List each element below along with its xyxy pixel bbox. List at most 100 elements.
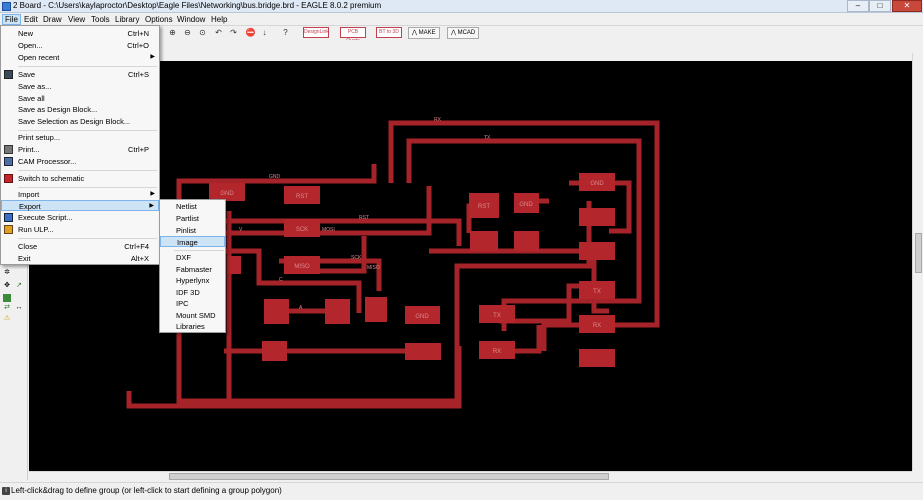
menu-item-label: Save: [18, 70, 36, 79]
rst-right-label: RST: [478, 204, 490, 210]
export-fabmaster[interactable]: Fabmaster: [160, 264, 225, 275]
menu-separator: [18, 170, 157, 171]
horizontal-scrollbar[interactable]: [29, 471, 912, 481]
horizontal-scroll-thumb[interactable]: [169, 473, 609, 480]
v-trace-top: [179, 186, 432, 236]
menu-item-print-setup[interactable]: Print setup...: [1, 132, 159, 143]
menu-item-label: Open...: [18, 41, 43, 50]
export-libraries[interactable]: Libraries: [160, 321, 225, 332]
go-icon[interactable]: ↓: [262, 28, 267, 37]
vertical-scrollbar[interactable]: [912, 53, 923, 471]
net-label-a: A: [299, 305, 303, 311]
tx-pad: [579, 281, 615, 299]
export-netlist[interactable]: Netlist: [160, 201, 225, 212]
menu-view[interactable]: View: [68, 15, 86, 24]
sck-pad: [284, 219, 320, 237]
v-pad: [262, 341, 287, 361]
menu-item-import[interactable]: Import▶: [1, 189, 159, 200]
zoom-select-icon[interactable]: ⊙: [199, 28, 206, 37]
menu-item-save-as[interactable]: Save as...: [1, 81, 159, 92]
signal-tool-icon[interactable]: ↔: [15, 304, 23, 311]
menu-options[interactable]: Options: [145, 15, 173, 24]
drc-tool-icon[interactable]: [3, 294, 11, 302]
menu-item-label: Close: [18, 242, 38, 251]
net-label-tx: TX: [484, 135, 491, 141]
net-label-gnd: GND: [269, 174, 281, 180]
stop-icon[interactable]: ⛔: [245, 28, 256, 37]
menu-item-save-selection-design-block[interactable]: Save Selection as Design Block...: [1, 116, 159, 127]
pad-labels: RST SCK MISO RST GND GND TX RX TX RX GND…: [220, 181, 604, 355]
zoom-in-icon[interactable]: ⊕: [169, 28, 176, 37]
ripup-tool-icon[interactable]: ⇄: [4, 304, 10, 311]
menu-item-export[interactable]: Export▶: [1, 200, 159, 211]
undo-icon[interactable]: ↶: [215, 28, 222, 37]
net-labels: RX TX GND RST SCK MISO MOSI V C A: [239, 117, 491, 311]
menu-item-switch-schematic[interactable]: Switch to schematic: [1, 173, 159, 184]
menu-help[interactable]: Help: [211, 15, 228, 24]
gnd-trace-bottom: [126, 346, 462, 409]
menu-item-open[interactable]: Open...Ctrl+O: [1, 40, 159, 51]
export-mount-smd[interactable]: Mount SMD: [160, 310, 225, 321]
menu-item-label: Print setup...: [18, 133, 61, 142]
menu-item-run-ulp[interactable]: Run ULP...: [1, 224, 159, 235]
menu-window[interactable]: Window: [177, 15, 206, 24]
menu-item-label: Switch to schematic: [18, 174, 85, 183]
menu-item-print[interactable]: Print...Ctrl+P: [1, 144, 159, 155]
make-button[interactable]: ⋀ MAKE: [408, 27, 440, 39]
menu-edit[interactable]: Edit: [24, 15, 38, 24]
export-hyperlynx[interactable]: Hyperlynx: [160, 275, 225, 286]
schematic-icon: [4, 174, 13, 183]
rx-label: RX: [593, 323, 601, 329]
menu-tools[interactable]: Tools: [91, 15, 110, 24]
help-icon[interactable]: ?: [283, 28, 288, 37]
net-label-c: C: [279, 277, 283, 283]
submenu-item-label: Image: [177, 238, 198, 247]
designlink-button[interactable]: DesignLink: [303, 27, 329, 38]
menu-item-save-all[interactable]: Save all: [1, 93, 159, 104]
pin2-pad: [579, 208, 615, 226]
mcad-button[interactable]: ⋀ MCAD: [447, 27, 480, 39]
vertical-scroll-thumb[interactable]: [915, 233, 922, 273]
gnd-top-right-pad: [579, 173, 615, 191]
autoroute-tool-icon[interactable]: ↗: [16, 282, 22, 289]
bt-to-3d-button[interactable]: BT to 3D: [376, 27, 402, 38]
submenu-item-label: Netlist: [176, 202, 197, 211]
move-tool-icon[interactable]: ✲: [4, 269, 10, 276]
tx-lower-pad: [479, 305, 515, 323]
pcb-quote-button[interactable]: PCB Quote: [340, 27, 366, 44]
maximize-button[interactable]: □: [869, 0, 891, 12]
export-idf-3d[interactable]: IDF 3D: [160, 287, 225, 298]
menu-item-execute-script[interactable]: Execute Script...: [1, 212, 159, 223]
eagle-app-icon: [2, 2, 11, 11]
sck-label: SCK: [296, 227, 308, 233]
menu-item-cam-processor[interactable]: CAM Processor...: [1, 156, 159, 167]
menu-item-open-recent[interactable]: Open recent▶: [1, 52, 159, 63]
export-partlist[interactable]: Partlist: [160, 213, 225, 224]
menu-library[interactable]: Library: [115, 15, 140, 24]
minimize-button[interactable]: –: [847, 0, 869, 12]
errors-warning-icon[interactable]: ⚠: [3, 315, 11, 322]
redo-icon[interactable]: ↷: [230, 28, 237, 37]
close-button[interactable]: ✕: [892, 0, 922, 12]
menu-draw[interactable]: Draw: [43, 15, 62, 24]
export-pinlist[interactable]: Pinlist: [160, 225, 225, 236]
route-tool-icon[interactable]: ✥: [4, 282, 10, 289]
script-icon: [4, 213, 13, 222]
menu-file[interactable]: File: [2, 14, 21, 25]
status-bar: i Left-click&drag to define group (or le…: [0, 482, 923, 500]
menu-item-label: Execute Script...: [18, 213, 73, 222]
zoom-out-icon[interactable]: ⊖: [184, 28, 191, 37]
export-image[interactable]: Image: [160, 236, 225, 247]
net-label-miso: MISO: [367, 265, 380, 271]
menu-item-shortcut: Alt+X: [130, 254, 149, 263]
export-dxf[interactable]: DXF: [160, 252, 225, 263]
menu-item-save-design-block[interactable]: Save as Design Block...: [1, 104, 159, 115]
gnd-top-right-label: GND: [590, 181, 604, 187]
export-ipc[interactable]: IPC: [160, 298, 225, 309]
menu-item-label: Run ULP...: [18, 225, 54, 234]
